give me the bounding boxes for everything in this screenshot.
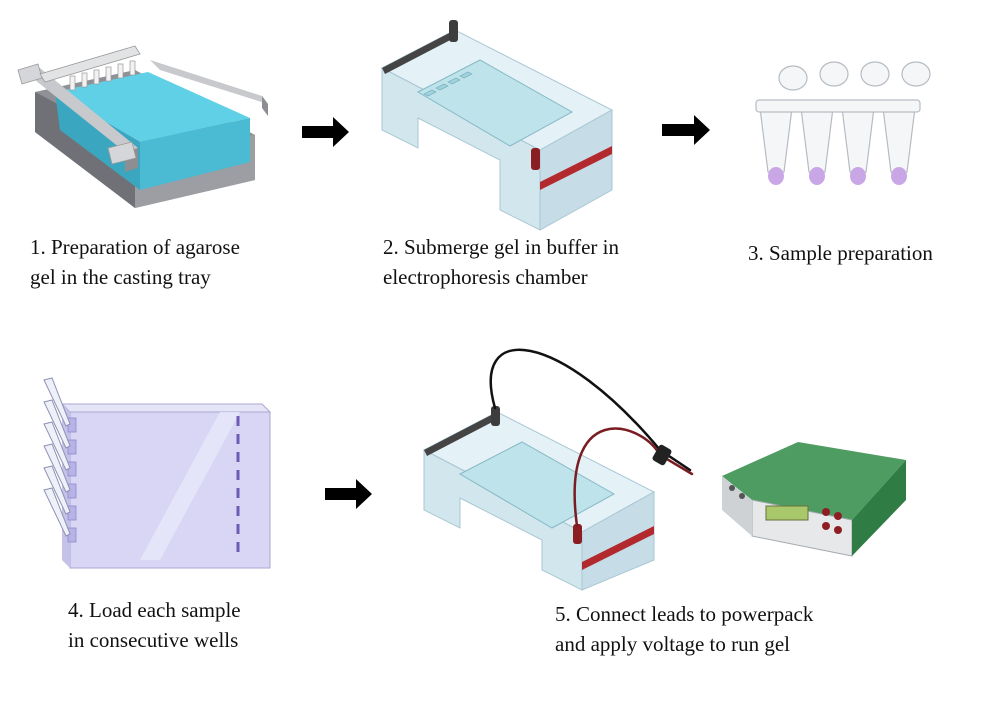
powerpack-icon	[722, 442, 906, 557]
step-3-caption: 3. Sample preparation	[748, 241, 933, 265]
casting-tray-icon	[17, 45, 268, 208]
arrow-right-icon	[302, 117, 349, 147]
sample-tubes-icon	[755, 61, 931, 185]
electrophoresis-chamber-icon	[422, 406, 656, 591]
arrow-right-icon	[325, 479, 372, 509]
electrophoresis-chamber-icon	[380, 20, 614, 231]
step-2-caption: 2. Submerge gel in buffer in electrophor…	[383, 235, 620, 289]
loaded-gel-icon	[43, 377, 272, 569]
step-1-caption: 1. Preparation of agarose gel in the cas…	[30, 235, 240, 289]
step-5-caption: 5. Connect leads to powerpack and apply …	[555, 602, 814, 656]
electrode-leads	[489, 348, 694, 528]
step-4-caption: 4. Load each sample in consecutive wells	[68, 598, 241, 652]
arrow-right-icon	[662, 115, 710, 145]
